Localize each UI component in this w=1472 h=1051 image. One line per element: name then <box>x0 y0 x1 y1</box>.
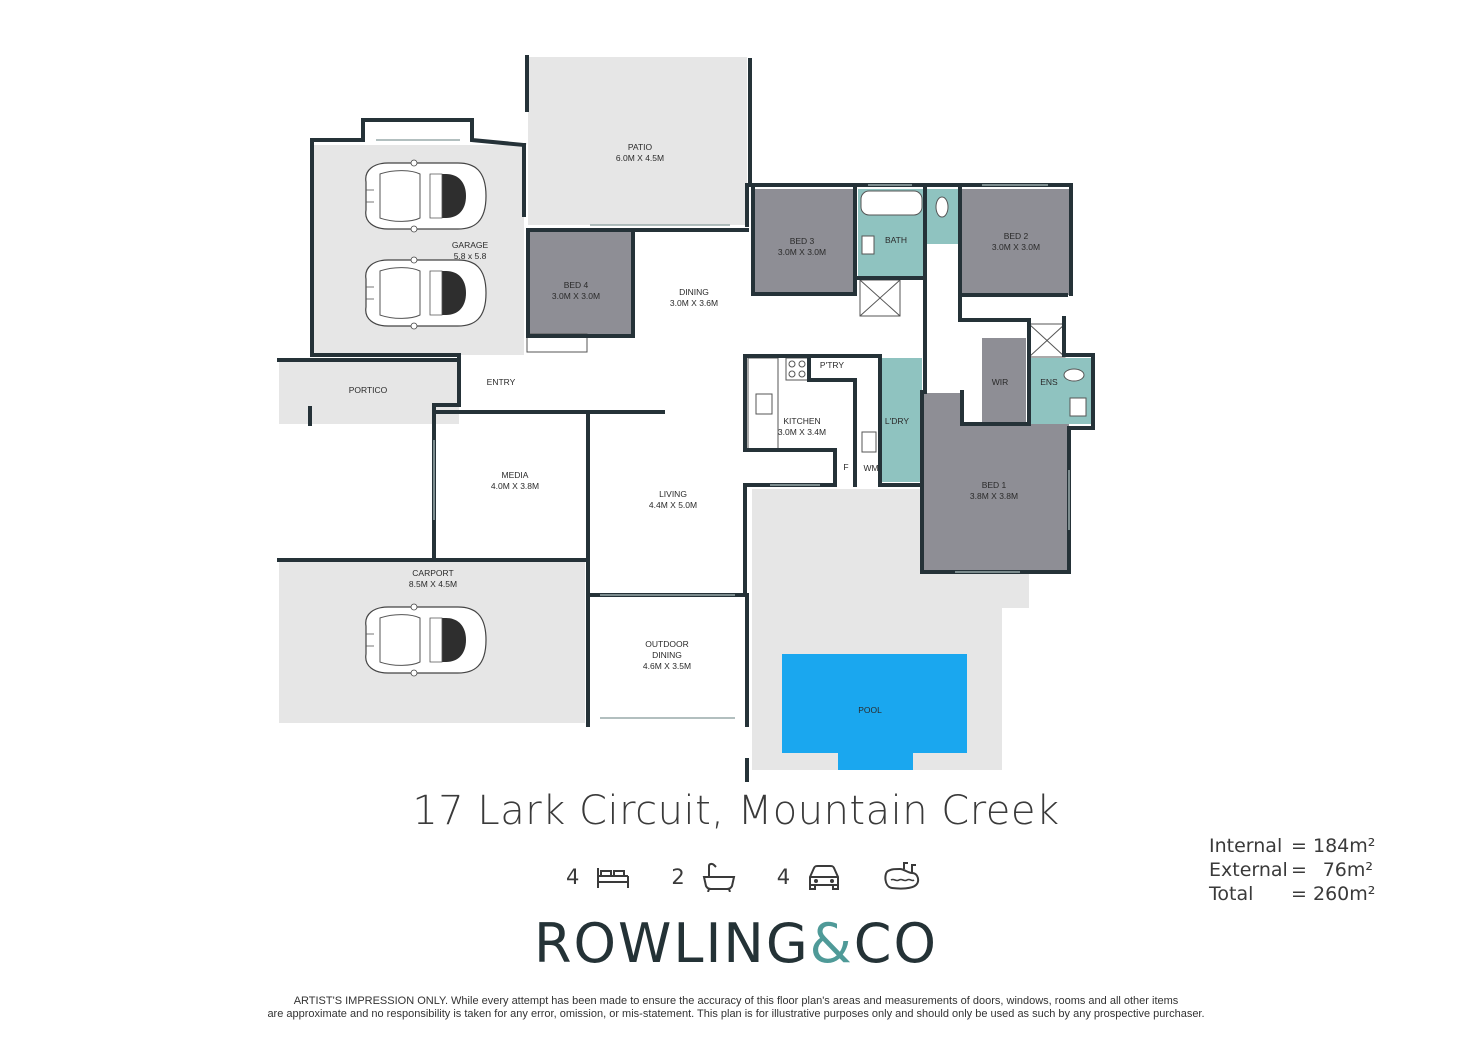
laundry-fill <box>880 358 922 482</box>
property-features: 4 2 4 <box>566 860 962 894</box>
media-name: MEDIA <box>502 470 529 480</box>
bath-name: BATH <box>885 235 907 245</box>
fixtures <box>526 190 1087 453</box>
floor-plan: PATIO 6.0M X 4.5M GARAGE 5.8 x 5.8 BED 4… <box>277 55 1095 782</box>
pool-shape <box>782 654 967 770</box>
pool-name: POOL <box>858 705 882 715</box>
disclaimer-line2: are approximate and no responsibility is… <box>267 1008 1205 1020</box>
wir-fill <box>982 338 1026 424</box>
bed2-name: BED 2 <box>1004 231 1029 241</box>
room-labels: PATIO 6.0M X 4.5M GARAGE 5.8 x 5.8 BED 4… <box>349 142 1058 715</box>
walls <box>277 55 1095 782</box>
kitchen-size: 3.0M X 3.4M <box>778 427 826 437</box>
bathtub-icon <box>701 862 737 892</box>
disclaimer: ARTIST'S IMPRESSION ONLY. While every at… <box>0 995 1472 1021</box>
bed2-size: 3.0M X 3.0M <box>992 242 1040 252</box>
bedroom-count: 4 <box>566 865 580 889</box>
car-count: 4 <box>776 865 791 889</box>
external-area-row: External = 76m² <box>1209 858 1373 882</box>
fridge-label: F <box>843 462 848 472</box>
bed4-name: BED 4 <box>564 280 589 290</box>
bed2-fill <box>962 189 1069 295</box>
carport-size: 8.5M X 4.5M <box>409 579 457 589</box>
patio-name: PATIO <box>628 142 653 152</box>
windows <box>376 139 1070 719</box>
media-size: 4.0M X 3.8M <box>491 481 539 491</box>
internal-label: Internal <box>1209 835 1283 857</box>
bed3-name: BED 3 <box>790 236 815 246</box>
wm-label: WM <box>863 463 878 473</box>
logo-part2: CO <box>853 912 938 975</box>
bed4-size: 3.0M X 3.0M <box>552 291 600 301</box>
bedroom-fills <box>528 189 1069 570</box>
total-eq: = <box>1291 883 1307 905</box>
garage-size: 5.8 x 5.8 <box>454 251 487 261</box>
patio-area <box>528 57 747 225</box>
car-icon <box>806 863 842 891</box>
bathroom-count: 2 <box>671 865 685 889</box>
bed-icon <box>595 864 631 890</box>
garage-name: GARAGE <box>452 240 489 250</box>
pantry-name: P'TRY <box>820 360 844 370</box>
external-eq: = <box>1291 859 1307 881</box>
portico-name: PORTICO <box>349 385 388 395</box>
internal-eq: = <box>1291 835 1307 857</box>
ens-name: ENS <box>1040 377 1058 387</box>
carport-name: CARPORT <box>412 568 453 578</box>
property-address: 17 Lark Circuit, Mountain Creek <box>412 788 1060 834</box>
laundry-name: L'DRY <box>885 416 909 426</box>
bed1-size: 3.8M X 3.8M <box>970 491 1018 501</box>
logo-part1: ROWLING <box>534 912 810 975</box>
internal-value: 184m² <box>1313 835 1376 857</box>
living-name: LIVING <box>659 489 687 499</box>
disclaimer-line1: ARTIST'S IMPRESSION ONLY. While every at… <box>293 995 1179 1007</box>
total-value: 260m² <box>1313 883 1376 905</box>
area-summary: Internal = 184m² External = 76m² Total =… <box>1209 834 1376 906</box>
pool-icon <box>882 861 922 893</box>
dining-size: 3.0M X 3.6M <box>670 298 718 308</box>
agency-logo: ROWLING&CO <box>0 912 1472 975</box>
outdoor-dining-name2: DINING <box>652 650 682 660</box>
bed1-name: BED 1 <box>982 480 1007 490</box>
bed4-fill <box>528 230 633 334</box>
logo-ampersand: & <box>809 912 854 975</box>
entry-name: ENTRY <box>487 377 516 387</box>
living-size: 4.4M X 5.0M <box>649 500 697 510</box>
bed3-fill <box>753 189 855 294</box>
patio-size: 6.0M X 4.5M <box>616 153 664 163</box>
total-label: Total <box>1209 883 1254 905</box>
external-label: External <box>1209 859 1288 881</box>
outdoor-dining-size: 4.6M X 3.5M <box>643 661 691 671</box>
external-value: 76m² <box>1322 859 1373 881</box>
total-area-row: Total = 260m² <box>1209 882 1376 906</box>
dining-name: DINING <box>679 287 709 297</box>
bed1-fill <box>922 393 1069 570</box>
wir-name: WIR <box>992 377 1009 387</box>
internal-area-row: Internal = 184m² <box>1209 834 1376 858</box>
outdoor-dining-name: OUTDOOR <box>645 639 688 649</box>
bed3-size: 3.0M X 3.0M <box>778 247 826 257</box>
kitchen-name: KITCHEN <box>783 416 820 426</box>
